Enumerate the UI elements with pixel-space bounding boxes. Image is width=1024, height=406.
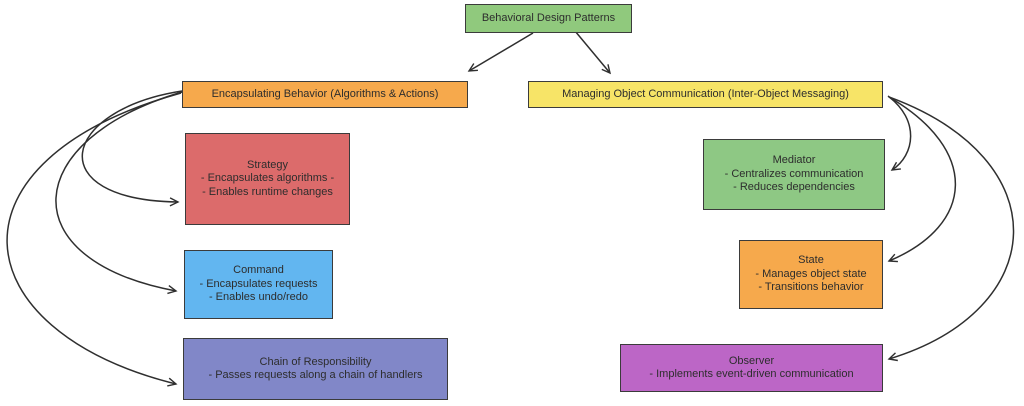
branch-node-label: Encapsulating Behavior (Algorithms & Act… <box>211 87 439 100</box>
pattern-title: State <box>798 254 824 267</box>
arrow-right-to-state <box>887 96 957 263</box>
pattern-title: Strategy <box>247 158 288 171</box>
pattern-title: Mediator <box>772 154 816 167</box>
pattern-bullet: - Manages object state <box>755 267 867 280</box>
pattern-bullet: - Enables undo/redo <box>208 291 309 304</box>
branch-node-label: Managing Object Communication (Inter-Obj… <box>562 87 849 100</box>
arrow-left-to-strategy <box>81 90 183 207</box>
pattern-bullet: - Implements event-driven communication <box>649 368 854 380</box>
pattern-bullet: - Reduces dependencies <box>733 181 855 194</box>
pattern-title: Observer <box>728 354 775 367</box>
pattern-title: Chain of Responsibility <box>259 355 372 368</box>
pattern-bullet: - Encapsulates requests <box>199 277 318 290</box>
pattern-bullet: - Enables runtime changes <box>202 185 333 198</box>
pattern-node-chain-of-responsibility: Chain of Responsibility - Passes request… <box>183 338 448 400</box>
pattern-node-mediator: Mediator - Centralizes communication - R… <box>703 139 885 210</box>
branch-node-managing-object-communication: Managing Object Communication (Inter-Obj… <box>528 81 883 108</box>
root-node-label: Behavioral Design Patterns <box>481 11 616 24</box>
arrow-root-to-right-branch <box>574 30 612 75</box>
pattern-bullet: - Transitions behavior <box>758 281 864 294</box>
pattern-bullet: - Passes requests along a chain of handl… <box>208 369 423 381</box>
arrow-right-to-observer <box>887 96 1015 362</box>
pattern-node-command: Command - Encapsulates requests - Enable… <box>184 250 333 319</box>
arrow-root-to-left-branch <box>467 32 534 72</box>
pattern-bullet: - Centralizes communication <box>724 167 864 180</box>
branch-node-encapsulating-behavior: Encapsulating Behavior (Algorithms & Act… <box>182 81 468 108</box>
arrow-right-to-mediator <box>887 95 912 171</box>
pattern-node-strategy: Strategy - Encapsulates algorithms - - E… <box>185 133 350 225</box>
pattern-node-observer: Observer - Implements event-driven commu… <box>620 344 883 392</box>
root-node: Behavioral Design Patterns <box>465 4 632 33</box>
pattern-node-state: State - Manages object state - Transitio… <box>739 240 883 309</box>
pattern-bullet: - Encapsulates algorithms - <box>200 172 335 185</box>
arrow-left-to-chain <box>6 92 182 387</box>
arrow-left-to-command <box>55 91 183 295</box>
pattern-title: Command <box>233 264 284 277</box>
